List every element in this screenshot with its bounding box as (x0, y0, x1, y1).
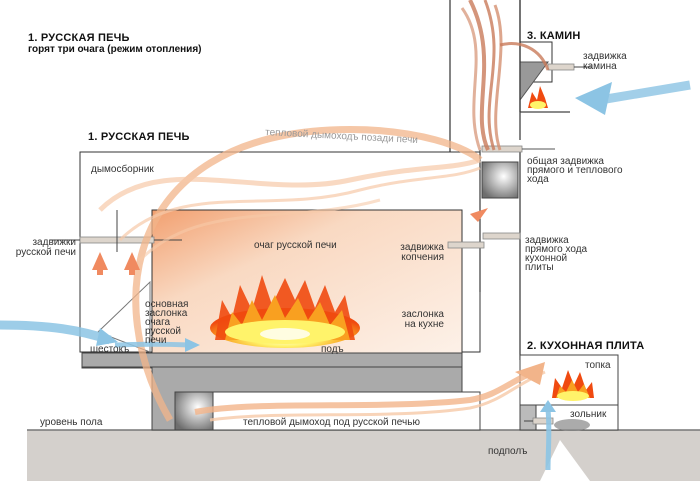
section-fireplace: 3. КАМИН (527, 30, 581, 42)
air-arrow-hearth (185, 338, 200, 352)
shestok-shelf (81, 352, 463, 368)
fireplace-damper (547, 63, 575, 71)
section-russian-stove: 1. РУССКАЯ ПЕЧЬ (88, 131, 190, 143)
label-firebox: топка (585, 360, 611, 371)
section-kitchen-stove: 2. КУХОННАЯ ПЛИТА (527, 340, 645, 352)
under-flue-smoke (194, 367, 541, 415)
smoking-smoke-arrow (470, 208, 488, 222)
label-shestok: шестокъ (90, 344, 130, 355)
damper-arrow-right (124, 252, 140, 275)
kitchen-direct-damper (482, 232, 521, 240)
air-inflow (0, 320, 112, 345)
main-title: 1. РУССКАЯ ПЕЧЬ (28, 32, 130, 44)
fireplace-air (599, 80, 691, 105)
label-kitchen-direct-damper: задвижка прямого хода кухонной плиты (525, 235, 588, 273)
main-shutter (97, 280, 151, 353)
label-kitchen-shutter: заслонка на кухне (401, 309, 444, 330)
fireplace-hood (519, 61, 549, 102)
label-pod: подъ (321, 344, 344, 355)
label-smoke-collector: дымосборник (91, 164, 154, 175)
fireplace-fire (528, 86, 548, 109)
hearth-fire (210, 275, 360, 348)
chimney-smoke (468, 0, 490, 151)
kitchen-fire (552, 370, 594, 401)
underfloor-air (545, 409, 552, 471)
label-main-shutter: основная заслонка очага русской печи (145, 299, 189, 346)
label-common-damper: общая задвижка прямого и теплового хода (527, 156, 623, 185)
main-subtitle: горят три очага (режим отопления) (28, 44, 202, 55)
label-underfloor: подполъ (488, 446, 528, 457)
ground (27, 430, 700, 481)
label-ash-pit: зольник (570, 409, 607, 420)
rear-flue-smoke (132, 126, 483, 422)
label-hearth: очаг русской печи (254, 240, 337, 251)
smoking-damper (447, 241, 485, 249)
label-under-stove-flue: тепловой дымоход под русской печью (243, 417, 420, 428)
label-fireplace-damper: задвижка камина (583, 51, 627, 72)
kitchen-smoke-arrow (515, 362, 545, 385)
common-damper-box (481, 161, 519, 199)
label-smoking-damper: задвижка копчения (400, 242, 444, 263)
label-floor-level: уровень пола (40, 417, 103, 428)
damper-arrow-left (92, 252, 108, 275)
label-russian-stove-dampers: задвижки русской печи (15, 237, 76, 258)
